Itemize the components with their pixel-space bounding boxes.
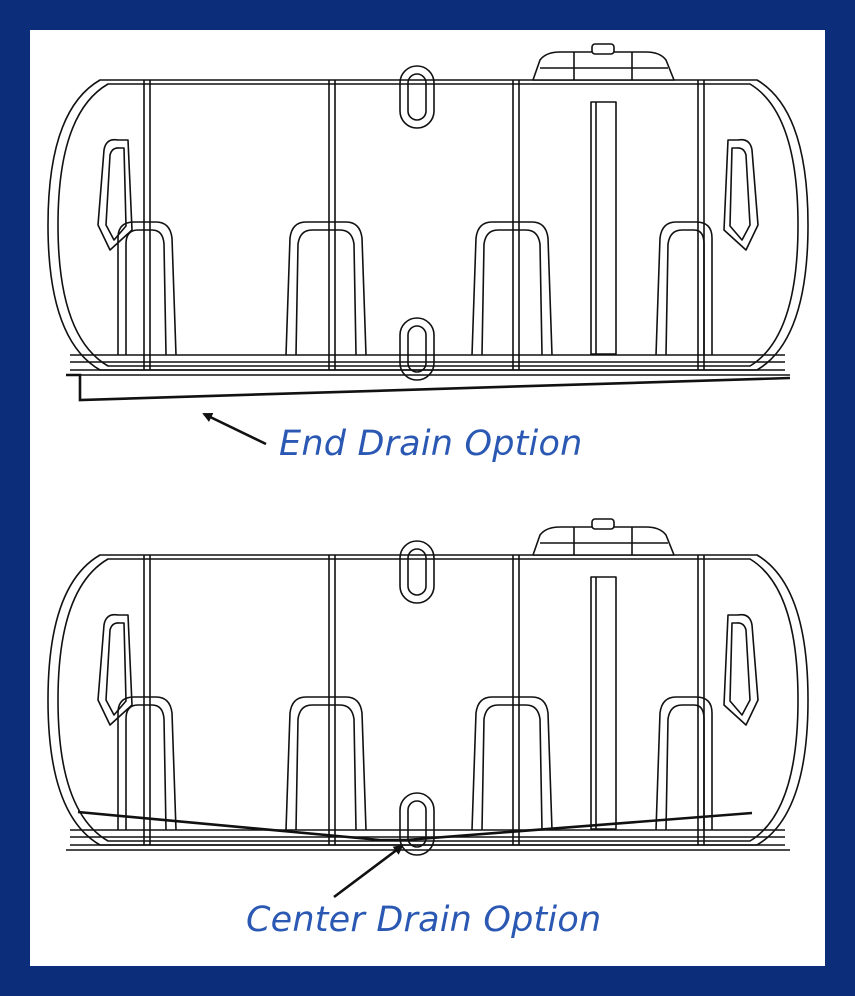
tank-end-drain xyxy=(47,43,809,402)
end-drain-arrow xyxy=(202,412,267,446)
center-drain-label: Center Drain Option xyxy=(246,900,602,940)
end-drain-label: End Drain Option xyxy=(279,424,583,464)
tank-center-drain xyxy=(47,518,809,856)
center-drain-line xyxy=(77,810,753,842)
center-drain-arrow xyxy=(333,844,404,899)
end-drain-line xyxy=(66,373,791,402)
